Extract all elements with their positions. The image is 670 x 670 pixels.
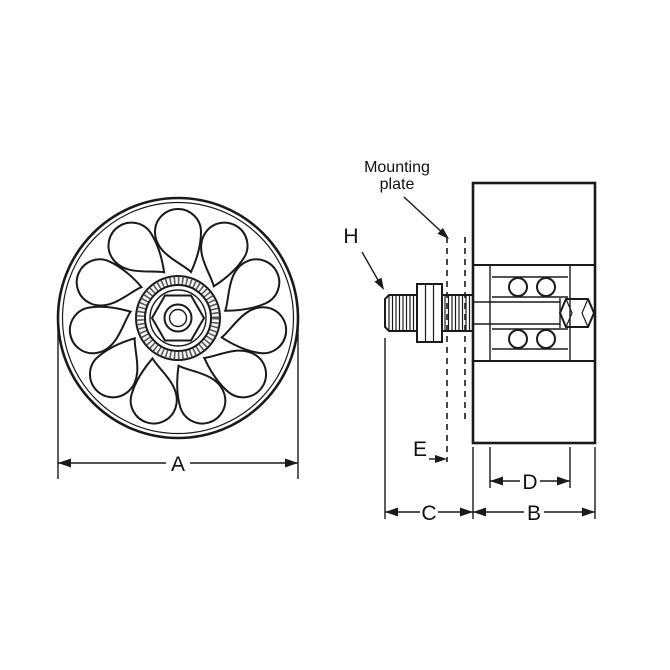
side-view: Mounting plate H E C	[343, 159, 597, 525]
socket-wall-line	[581, 298, 589, 328]
axle	[473, 298, 596, 328]
bearing-ball	[508, 277, 528, 297]
arrowhead-right	[435, 455, 447, 463]
hub-bore	[168, 308, 188, 328]
hub-hex-boss-circle	[149, 289, 207, 347]
dimension-a: A	[57, 324, 299, 479]
h-callout: H	[343, 225, 384, 290]
hub-hex-nut	[150, 294, 206, 342]
leader-arrowhead	[437, 227, 449, 239]
arrowhead-right	[285, 458, 298, 468]
dimension-b: B	[473, 447, 596, 525]
spoke-cutout	[65, 300, 137, 358]
dim-d-label: D	[522, 471, 537, 494]
dimension-d: D	[489, 447, 571, 494]
dim-h-label: H	[343, 225, 358, 248]
leader-line	[403, 196, 447, 237]
arrowhead-right	[557, 476, 570, 486]
dimension-e: E	[413, 438, 447, 463]
dimension-c: C	[384, 338, 474, 525]
hex-socket-screw	[558, 298, 596, 328]
bearing-ball	[536, 277, 556, 297]
stud-thread-section-outer	[384, 294, 417, 332]
hub-knurl-ring	[136, 276, 220, 360]
arrowhead-left	[58, 458, 71, 468]
arrowhead-right	[582, 507, 595, 517]
arrowhead-left	[385, 507, 398, 517]
arrowhead-left	[490, 476, 503, 486]
front-view: A	[56, 196, 300, 479]
hub	[135, 275, 221, 361]
stud-thread-lines-inner	[444, 296, 471, 330]
mounting-plate-label-line2: plate	[380, 176, 415, 193]
hub-bore-chamfer	[163, 303, 193, 333]
arrowhead-left	[473, 507, 486, 517]
threaded-stud	[384, 283, 473, 343]
roller-body	[471, 181, 597, 445]
spoke-cutout	[167, 354, 232, 431]
wheel-rim-outer	[56, 196, 300, 440]
arrowhead-right	[460, 507, 473, 517]
stud-thread-lines-outer	[388, 296, 415, 330]
stud-hex-nut	[416, 283, 443, 343]
bearing-ball	[536, 329, 556, 349]
bearings	[492, 276, 568, 350]
dim-a-label: A	[171, 453, 185, 476]
bearing-ball	[508, 329, 528, 349]
socket-wall-line	[565, 298, 573, 328]
leader-arrowhead	[374, 277, 384, 290]
mounting-plate-callout: Mounting plate	[364, 159, 449, 239]
stud-thread-section-inner	[441, 294, 473, 332]
dim-c-label: C	[421, 502, 436, 525]
mounting-plate	[446, 237, 466, 462]
dim-b-label: B	[527, 502, 541, 525]
mounting-plate-label-line1: Mounting	[364, 159, 430, 176]
wheel-rim-inner	[61, 201, 295, 435]
dim-e-label: E	[413, 438, 427, 461]
